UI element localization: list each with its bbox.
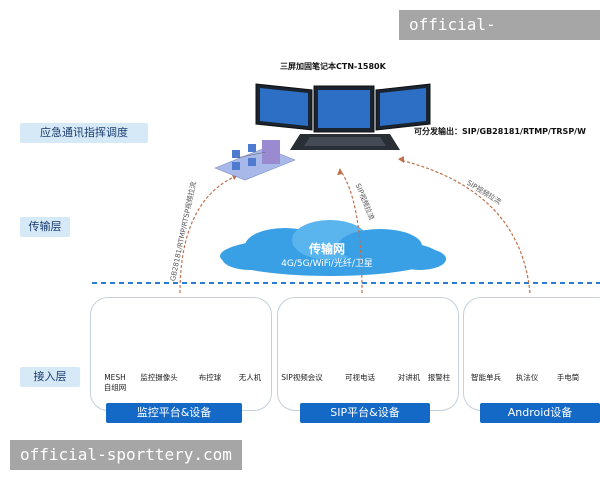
device-label: SIP视频会议 <box>281 373 323 382</box>
group-label-sip: SIP平台&设备 <box>300 403 430 423</box>
device-label: 无人机 <box>238 373 262 382</box>
arrow-middle <box>339 169 363 294</box>
arrow-middle-head <box>337 168 343 175</box>
arrow-left <box>179 174 239 294</box>
group-label-monitoring: 监控平台&设备 <box>106 403 242 423</box>
arrow-right-head <box>398 156 404 163</box>
arrow-right <box>399 159 531 294</box>
network-subtitle: 4G/5G/WiFi/光纤/卫星 <box>281 259 373 269</box>
layer-command: 应急通讯指挥调度 <box>20 123 148 143</box>
output-protocols-label: 可分发输出：SIP/GB28181/RTMP/TRSP/W <box>414 127 586 136</box>
device-label: 可视电话 <box>345 373 375 382</box>
device-label: 智能单兵 <box>471 373 501 382</box>
group-label-android: Android设备 <box>480 403 600 423</box>
network-cloud-icon <box>220 220 446 276</box>
group-box-sip <box>277 297 459 411</box>
layer-access: 接入层 <box>20 367 80 387</box>
device-label: MESH 自组网 <box>103 373 127 392</box>
device-label: 监控摄像头 <box>140 373 178 382</box>
device-label: 布控球 <box>198 373 222 382</box>
group-box-monitoring <box>90 297 272 411</box>
server-cluster-icon <box>214 140 296 181</box>
device-label: 执法仪 <box>515 373 539 382</box>
device-label: 报警柱 <box>427 373 451 382</box>
layer-transport: 传输层 <box>20 217 70 237</box>
device-label: 手电筒 <box>556 373 580 382</box>
group-box-android <box>463 297 600 411</box>
laptop-title: 三屏加固笔记本CTN-1580K <box>280 62 386 71</box>
tri-screen-laptop-icon <box>255 83 431 150</box>
network-title: 传输网 <box>308 242 345 256</box>
watermark-bottom: official-sporttery.com <box>10 440 242 470</box>
device-label: 对讲机 <box>397 373 421 382</box>
watermark-top: official-sportterey.com <box>399 10 600 64</box>
